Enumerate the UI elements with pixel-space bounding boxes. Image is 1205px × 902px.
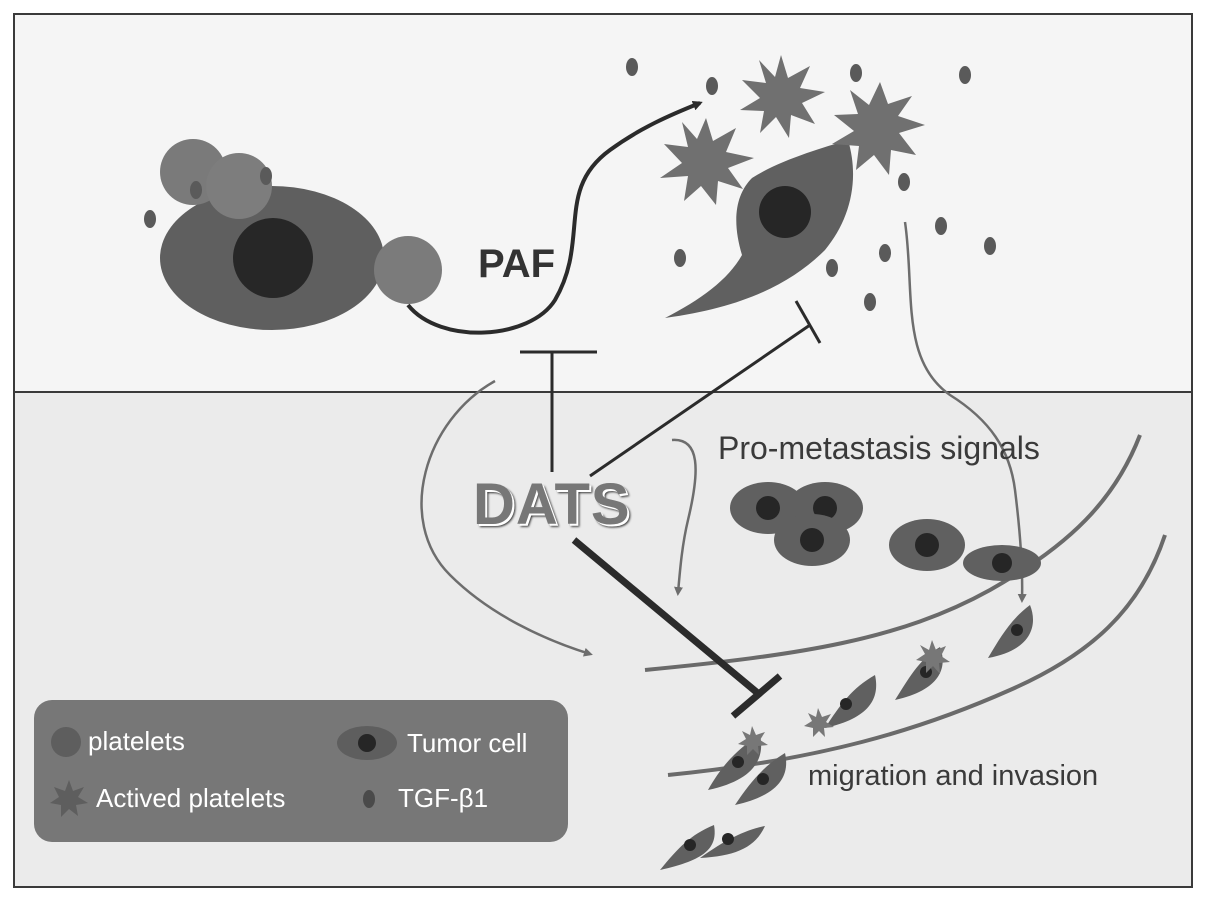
tumor-nucleus [233, 218, 313, 298]
activated-platelet [740, 55, 825, 138]
inhibit-line-activation [589, 323, 811, 478]
inhibit-bar-activation [794, 300, 822, 344]
migrating-cell [708, 726, 768, 790]
dats-inhibition [520, 300, 822, 719]
migrating-cell [660, 825, 715, 870]
dats-label: DATS [473, 472, 631, 537]
paf-label: PAF [478, 242, 556, 286]
migrating-cell [804, 675, 877, 737]
activated-tumor-cell [660, 55, 925, 318]
tgf-dot [190, 181, 202, 199]
tumor-cell-body [665, 140, 854, 318]
activated-platelet [832, 82, 925, 175]
legend-box [34, 700, 568, 842]
legend-tgf-swatch [363, 790, 375, 808]
platelet [206, 153, 272, 219]
migrating-cell [895, 640, 950, 700]
arrow-tgf-to-vessel [903, 221, 1027, 603]
tumor-cell-cluster [730, 482, 1041, 581]
arrow-platelet-to-vessel [420, 379, 593, 657]
vessel-wall-lower [667, 534, 1167, 777]
tgf-dots-top [626, 58, 996, 311]
activated-platelet [660, 118, 754, 205]
platelet [374, 236, 442, 304]
migrating-cell [988, 605, 1034, 658]
pro-metastasis-label: Pro-metastasis signals [718, 430, 1040, 466]
legend-platelet-swatch [51, 727, 81, 757]
paf-arrow [406, 100, 703, 335]
legend-tgf-label: TGF-β1 [398, 783, 489, 813]
migration-label: migration and invasion [808, 760, 1099, 792]
platelet-tumor-cluster [144, 139, 442, 330]
signal-arrows [420, 221, 1027, 657]
legend-activated-swatch [50, 780, 88, 817]
legend-actived-platelets-label: Actived platelets [96, 783, 286, 813]
tgf-dot [144, 210, 156, 228]
migrating-cells [660, 605, 1034, 870]
legend-platelets-label: platelets [88, 726, 185, 756]
vessel-wall-upper [644, 434, 1142, 672]
legend-tumor-cell-label: Tumor cell [407, 728, 528, 758]
tgf-dot [260, 167, 272, 185]
arrow-signals-to-vessel [671, 438, 697, 596]
legend [34, 700, 568, 842]
inhibit-line-migration [571, 537, 763, 698]
inhibit-bar-migration [730, 673, 783, 719]
tumor-nucleus [759, 186, 811, 238]
migrating-cell [700, 826, 765, 858]
migrating-cell [735, 753, 787, 805]
